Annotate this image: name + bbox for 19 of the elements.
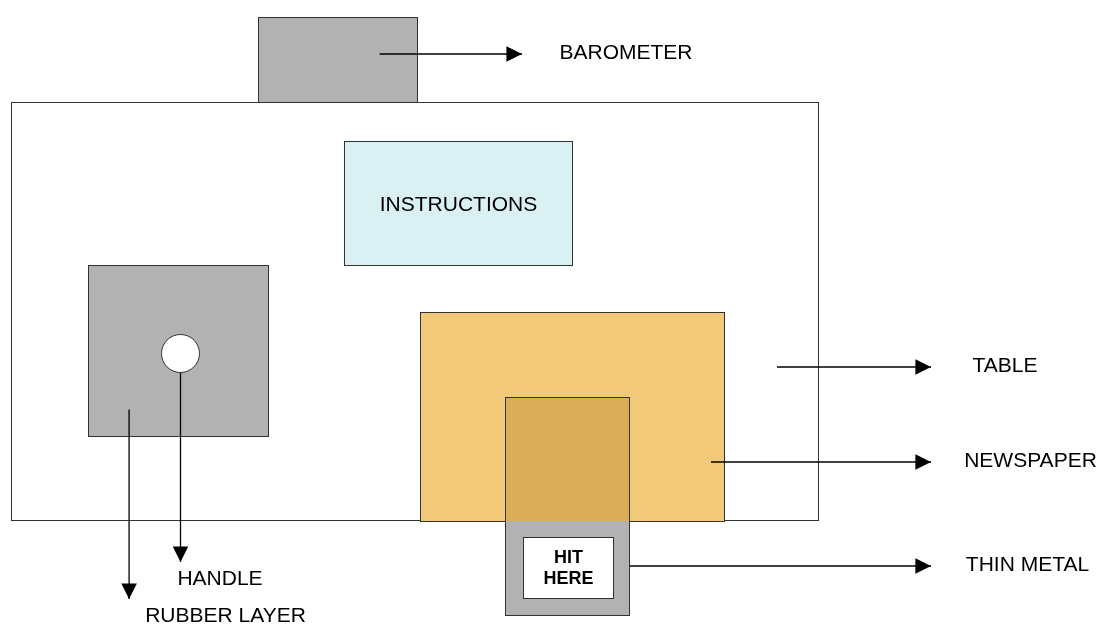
thin-metal-plate [505, 397, 630, 616]
part-label: RUBBER LAYER [118, 603, 333, 626]
part-label: BAROMETER [536, 40, 716, 68]
leader-arrow [710, 454, 932, 470]
part-label: HANDLE [165, 566, 275, 594]
table-top [11, 102, 819, 521]
instructions-sheet: INSTRUCTIONS [344, 141, 573, 266]
barometer-box [258, 17, 418, 103]
leader-arrow [121, 408, 137, 600]
leader-arrow [776, 359, 932, 375]
rubber-layer [88, 265, 269, 437]
handle-knob [161, 334, 200, 373]
leader-arrow [378, 46, 523, 62]
part-label: THIN METAL [945, 552, 1110, 580]
leader-arrow [172, 372, 189, 563]
part-label: NEWSPAPER [945, 448, 1116, 476]
part-label: TABLE [945, 353, 1065, 381]
hit-here-sign: HIT HERE [523, 537, 614, 599]
leader-arrow [629, 558, 932, 574]
